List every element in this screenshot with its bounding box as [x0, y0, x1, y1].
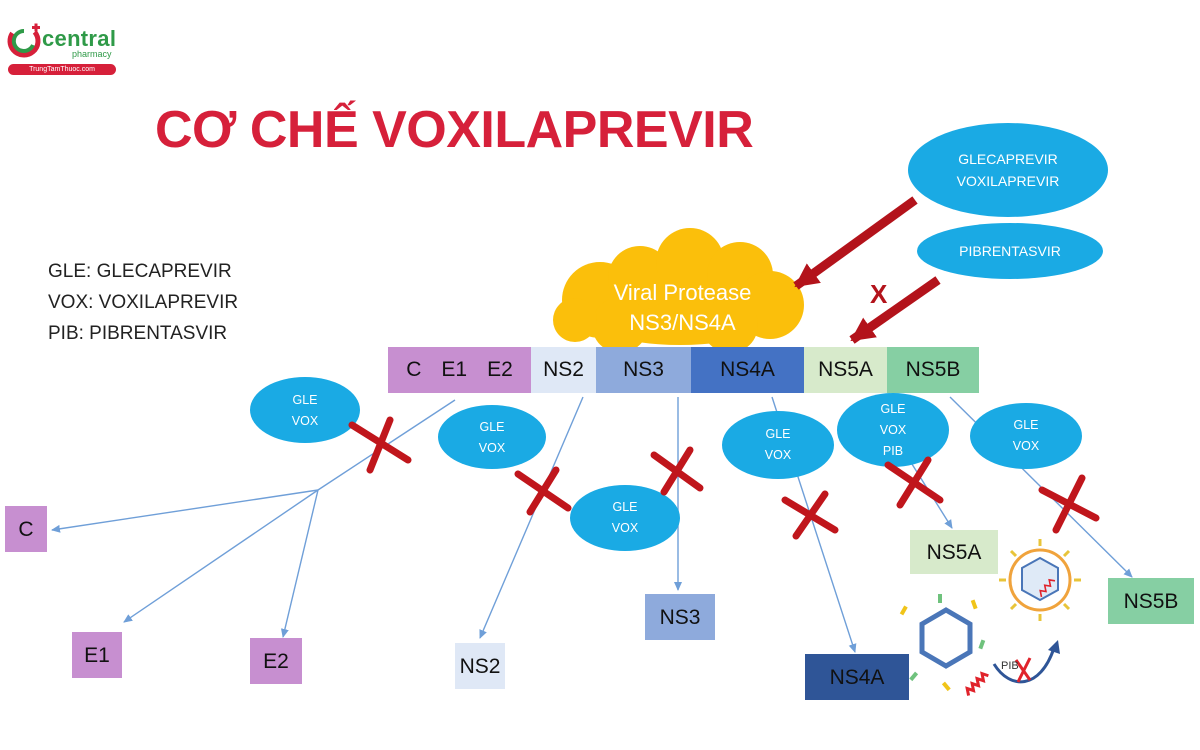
product-ns4a-bg [805, 654, 909, 700]
page-title: CƠ CHẾ VOXILAPREVIR [155, 101, 754, 159]
inhibitor-label-1-gle: GLE [292, 393, 318, 407]
inhibitor-ellipse-5 [837, 393, 949, 467]
segment-ns5a-bg [804, 347, 887, 393]
product-ns4a: NS4A [829, 666, 885, 689]
inhibitor-label-6: GLE VOX [970, 415, 1082, 457]
inhibitor-label-5-pib: PIB [882, 444, 904, 458]
segment-ns4a: NS4A [720, 358, 775, 381]
inhibitor-label-6-vox: VOX [1012, 439, 1040, 453]
arrow-to-e1 [123, 489, 319, 623]
replication-illustration [899, 539, 1081, 696]
brand-subtitle: pharmacy [72, 49, 112, 59]
segment-ns5b-bg [887, 347, 979, 393]
inhibitor-label-4-gle: GLE [765, 427, 791, 441]
virion-icon [999, 539, 1081, 621]
inhibitor-label-2-gle: GLE [479, 420, 505, 434]
inhibitor-ellipse-6 [970, 403, 1082, 469]
inhibit-arrow-pib [849, 276, 941, 344]
block-cross-6 [1038, 474, 1100, 534]
capsid-hexagon-icon [919, 607, 973, 669]
block-cross-3 [650, 446, 704, 496]
inhibitor-label-5: GLE VOX PIB [837, 399, 949, 462]
segment-ns4a-bg [691, 347, 804, 393]
arrow-to-e2 [280, 489, 319, 638]
pib-block-cross-icon [1014, 657, 1032, 683]
viral-protease-label: Viral Protease NS3/NS4A [570, 278, 795, 338]
protein-fragments-icon [899, 594, 986, 692]
product-c: C [18, 518, 34, 541]
pib-note: PIB [1001, 660, 1019, 672]
drug-label-gle-vox: GLECAPREVIR VOXILAPREVIR [908, 140, 1108, 200]
drug-ellipse-gle-vox [908, 123, 1108, 217]
inhibitor-label-1-vox: VOX [291, 414, 319, 428]
product-ns5b: NS5B [1123, 590, 1179, 613]
inhibitor-ellipse-3 [570, 485, 680, 551]
drug-label-pibrentasvir: PIBRENTASVIR [959, 243, 1061, 259]
drug-ellipse-pib [917, 223, 1103, 279]
product-ns2-bg [455, 643, 505, 689]
product-ns2: NS2 [459, 655, 501, 678]
segment-c: C [406, 358, 422, 381]
legend-item-vox: VOX: VOXILAPREVIR [48, 292, 239, 313]
brand-website: TrungTamThuoc.com [8, 64, 116, 75]
inhibitor-label-6-gle: GLE [1013, 418, 1039, 432]
inhibitor-label-2: GLE VOX [438, 417, 546, 459]
replication-arrow-icon [992, 647, 1056, 684]
product-e1: E1 [84, 644, 110, 667]
brand-logo-icon [7, 23, 41, 58]
product-ns5a-bg [910, 530, 998, 574]
brand-name: central [42, 26, 117, 51]
inhibitor-label-2-vox: VOX [478, 441, 506, 455]
blocked-mark: X [870, 279, 888, 309]
segment-structural-bg [388, 347, 531, 393]
segment-e2: E2 [487, 358, 513, 381]
product-e2: E2 [263, 650, 289, 673]
inhibit-arrow-gle-vox [793, 196, 918, 290]
inhibitor-ellipse-4 [722, 411, 834, 479]
inhibitor-label-4: GLE VOX [722, 424, 834, 466]
product-e1-bg [72, 632, 122, 678]
inhibitor-label-5-gle: GLE [880, 402, 906, 416]
inhibitor-label-3: GLE VOX [570, 497, 680, 539]
abbreviation-legend: GLE: GLECAPREVIR VOX: VOXILAPREVIR PIB: … [48, 256, 238, 349]
segment-ns5a: NS5A [818, 358, 873, 381]
inhibitor-label-4-vox: VOX [764, 448, 792, 462]
rna-strand-icon [965, 671, 989, 696]
segment-ns2-bg [531, 347, 596, 393]
segment-structural: C E1 E2 [388, 347, 531, 393]
segment-e1: E1 [441, 358, 468, 381]
product-ns5b-bg [1108, 578, 1194, 624]
block-cross-5 [884, 456, 944, 509]
legend-item-gle: GLE: GLECAPREVIR [48, 261, 232, 282]
arrow-to-ns2 [479, 396, 584, 639]
product-ns5a: NS5A [926, 541, 982, 564]
viral-protease-cloud [553, 228, 804, 353]
product-ns3: NS3 [659, 606, 701, 629]
inhibitor-label-5-vox: VOX [879, 423, 907, 437]
arrow-to-c [51, 489, 319, 533]
viral-protease-line1: Viral Protease [613, 280, 752, 305]
product-e2-bg [250, 638, 302, 684]
block-cross-4 [781, 490, 839, 540]
product-ns3-bg [645, 594, 715, 640]
block-cross-1 [348, 416, 412, 474]
segment-ns3-bg [596, 347, 691, 393]
inhibitor-label-3-vox: VOX [611, 521, 639, 535]
inhibitor-ellipse-2 [438, 405, 546, 469]
inhibitor-label-1: GLE VOX [250, 390, 360, 432]
block-cross-2 [514, 466, 572, 516]
inhibitor-label-3-gle: GLE [612, 500, 638, 514]
viral-protease-line2: NS3/NS4A [629, 310, 736, 335]
segment-ns3: NS3 [623, 358, 664, 381]
drug-label-glecaprevir: GLECAPREVIR [958, 151, 1058, 167]
drug-label-voxilaprevir: VOXILAPREVIR [956, 173, 1060, 189]
inhibitor-ellipse-1 [250, 377, 360, 443]
segment-ns2: NS2 [543, 358, 584, 381]
segment-ns5b: NS5B [905, 358, 961, 381]
product-c-bg [5, 506, 47, 552]
legend-item-pib: PIB: PIBRENTASVIR [48, 323, 228, 344]
